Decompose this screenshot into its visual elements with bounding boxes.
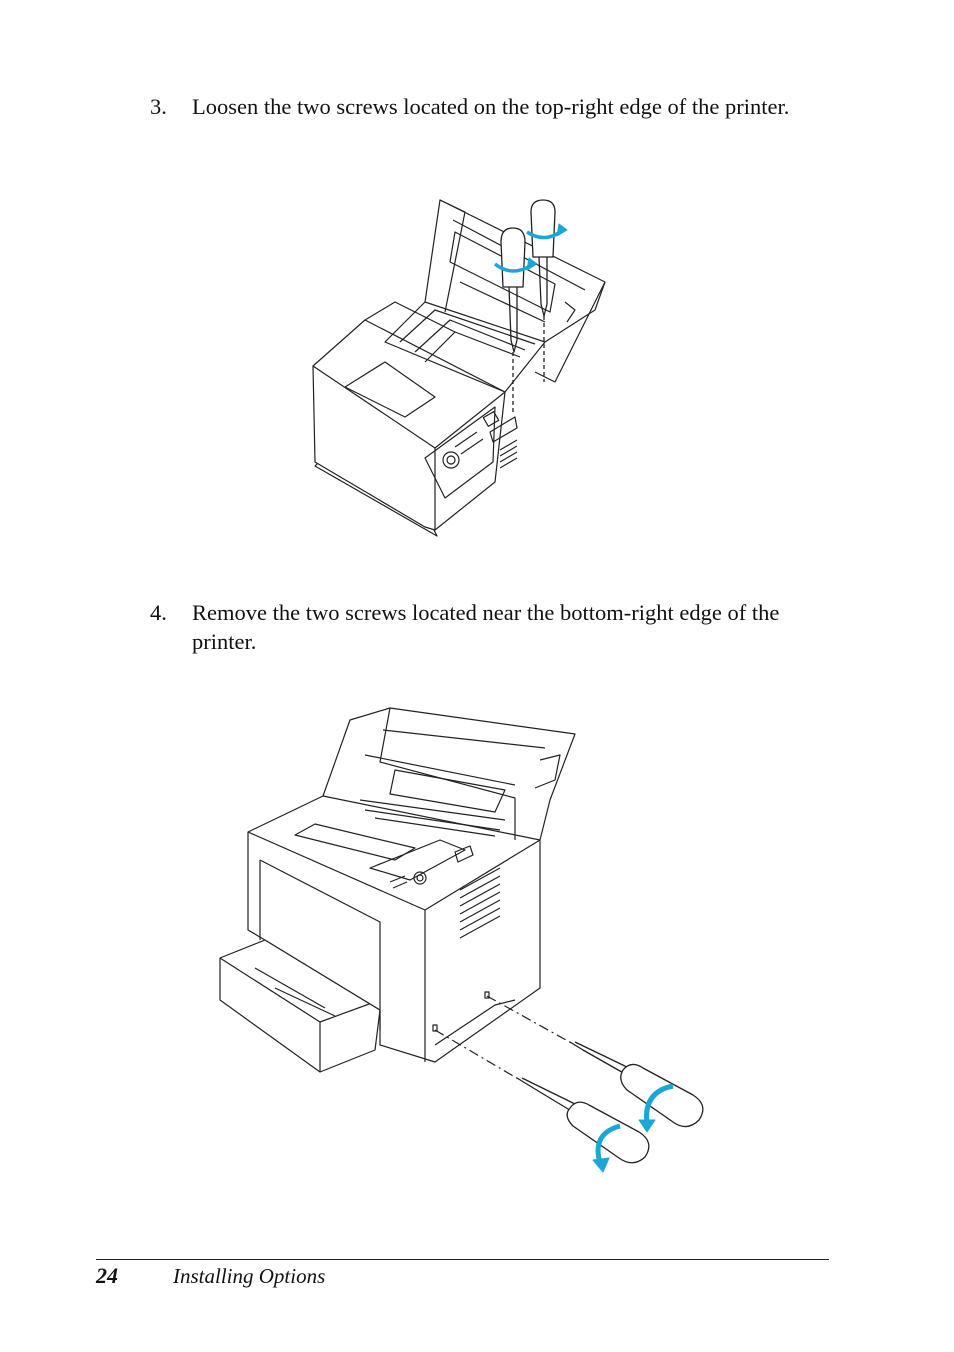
rotation-arrow-icon [493, 223, 568, 273]
footer-rule [96, 1259, 829, 1260]
rotation-arrow-icon [592, 1083, 674, 1173]
figure-remove-bottom-screws [219, 707, 704, 1173]
step-number: 4. [150, 600, 167, 625]
step-text: Remove the two screws located near the b… [192, 600, 780, 654]
screwdriver-left [500, 227, 526, 412]
printer-body [247, 795, 541, 1063]
screwdriver-upper [569, 1041, 704, 1128]
step-text: Loosen the two screws located on the top… [192, 94, 790, 119]
page-number: 24 [96, 1263, 118, 1288]
open-top-cover [322, 707, 576, 841]
step-number: 3. [150, 94, 167, 119]
screw-path-lines [434, 995, 576, 1081]
screwdriver-right [530, 199, 556, 382]
section-title: Installing Options [173, 1264, 326, 1288]
figure-loosen-top-screws [312, 199, 606, 537]
